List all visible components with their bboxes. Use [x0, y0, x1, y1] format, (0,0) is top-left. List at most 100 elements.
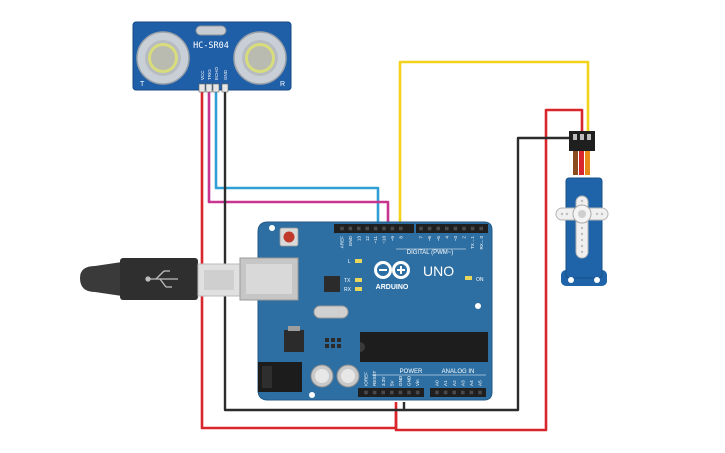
digital-pin-label: 2 [462, 236, 467, 239]
wire-blue-trig [214, 92, 380, 230]
digital-pin-socket[interactable] [399, 226, 403, 231]
wire-black-servo-gnd [404, 136, 576, 412]
power-pin-socket[interactable] [372, 390, 377, 395]
sensor-pin-echo-label: ECHO [214, 66, 219, 80]
digital-pin-label: 8 [398, 236, 403, 239]
digital-pin-socket[interactable] [436, 226, 440, 231]
digital-pin-label: ~5 [436, 236, 441, 242]
analog-pin-socket[interactable] [443, 390, 448, 395]
led-tx-label: TX [344, 278, 351, 284]
power-pin-socket[interactable] [381, 390, 385, 395]
digital-pin-socket[interactable] [445, 226, 449, 231]
power-pin-socket[interactable] [364, 390, 368, 395]
analog-header-label: ANALOG IN [442, 369, 475, 375]
analog-pin-label: A2 [452, 380, 457, 386]
power-jack [258, 362, 302, 392]
power-pin-socket[interactable] [407, 390, 411, 395]
usb-icon [145, 270, 178, 288]
arduino-logo-icon [374, 261, 410, 279]
digital-pin-label: 12 [365, 236, 370, 242]
power-pin-socket[interactable] [398, 390, 403, 395]
led-rx-label: RX [344, 287, 352, 293]
wire-black-gnd [223, 92, 406, 412]
usb-shell-inner [204, 270, 234, 290]
sensor-left-mark: T [140, 81, 145, 88]
reset-button[interactable] [279, 227, 299, 247]
digital-pin-socket[interactable] [427, 226, 432, 231]
digital-pin-socket[interactable] [365, 226, 369, 231]
digital-pin-socket[interactable] [453, 226, 458, 231]
digital-pin-label: ~10 [382, 236, 387, 244]
power-header-label: POWER [400, 369, 423, 375]
ultrasonic-sensor[interactable]: HC-SR04 T R VCC TRIG ECHO GND [132, 21, 292, 93]
sensor-pin-vcc-label: VCC [200, 70, 205, 80]
board-leds: L TX RX ON [344, 259, 484, 293]
digital-pin-label: 13 [356, 236, 361, 242]
digital-pin-label: ~11 [373, 236, 378, 244]
servo-lead-brown [573, 151, 578, 175]
usb-b-port-inner [246, 264, 292, 294]
analog-pin-socket[interactable] [461, 390, 465, 395]
servo-motor[interactable] [555, 131, 609, 286]
capacitor [310, 364, 334, 388]
digital-pin-socket[interactable] [419, 226, 423, 231]
power-pin-socket[interactable] [390, 390, 394, 395]
mounting-hole [309, 392, 315, 398]
servo-horn[interactable] [555, 195, 609, 259]
power-pin-socket[interactable] [415, 390, 420, 395]
analog-pin-socket[interactable] [435, 390, 439, 395]
analog-pin-socket[interactable] [478, 390, 482, 395]
digital-pin-socket[interactable] [382, 226, 386, 231]
digital-header-label: DIGITAL (PWM~) [407, 250, 454, 256]
digital-pin-label: 4 [444, 236, 449, 239]
analog-pin-socket[interactable] [452, 390, 456, 395]
digital-pin-socket[interactable] [373, 226, 378, 231]
analog-pin-label: A1 [443, 380, 448, 386]
usb-cable[interactable] [80, 258, 241, 300]
digital-pin-socket[interactable] [479, 226, 483, 231]
analog-pin-socket[interactable] [469, 390, 474, 395]
transmitter-transducer [136, 31, 190, 85]
digital-pin-label: GND [348, 235, 353, 246]
analog-pin-label: A0 [435, 380, 440, 386]
digital-pin-label: ~3 [453, 236, 458, 242]
power-pin-label: RESET [372, 370, 377, 386]
sensor-crystal [195, 25, 227, 36]
capacitor [336, 364, 360, 388]
wire-magenta-echo [207, 92, 390, 230]
servo-lead-red [579, 151, 584, 175]
analog-pin-label: A3 [460, 380, 465, 386]
digital-pin-label: RX←0 [479, 236, 484, 250]
voltage-regulator [284, 330, 304, 352]
wires [200, 60, 590, 432]
sensor-pin-trig-label: TRIG [207, 69, 212, 80]
digital-pin-label: TX→1 [470, 236, 475, 249]
digital-pin-socket[interactable] [348, 226, 353, 231]
digital-pin-socket[interactable] [357, 226, 361, 231]
digital-pin-socket[interactable] [462, 226, 466, 231]
sensor-right-mark: R [280, 81, 285, 88]
digital-pin-label: ~9 [390, 236, 395, 242]
sensor-header-pins [198, 83, 229, 93]
wire-yellow-signal [398, 60, 590, 230]
digital-pin-label: 7 [419, 236, 424, 239]
digital-pin-socket[interactable] [390, 226, 395, 231]
sensor-pin-gnd-label: GND [223, 69, 228, 80]
atmega-chip [360, 332, 488, 362]
receiver-transducer [233, 31, 287, 85]
power-pin-label: 5V [389, 379, 394, 386]
regulator-tab [288, 326, 300, 331]
sensor-model-label: HC-SR04 [193, 41, 229, 51]
analog-pin-label: A5 [478, 380, 483, 386]
usb-interface-chip [324, 276, 340, 292]
power-pin-label: GND [398, 375, 403, 386]
digital-pin-socket[interactable] [470, 226, 475, 231]
analog-header [430, 388, 486, 397]
power-pin-label: IOREF [364, 372, 369, 386]
digital-pin-label: AREF [340, 236, 345, 248]
digital-pin-socket[interactable] [340, 226, 344, 231]
